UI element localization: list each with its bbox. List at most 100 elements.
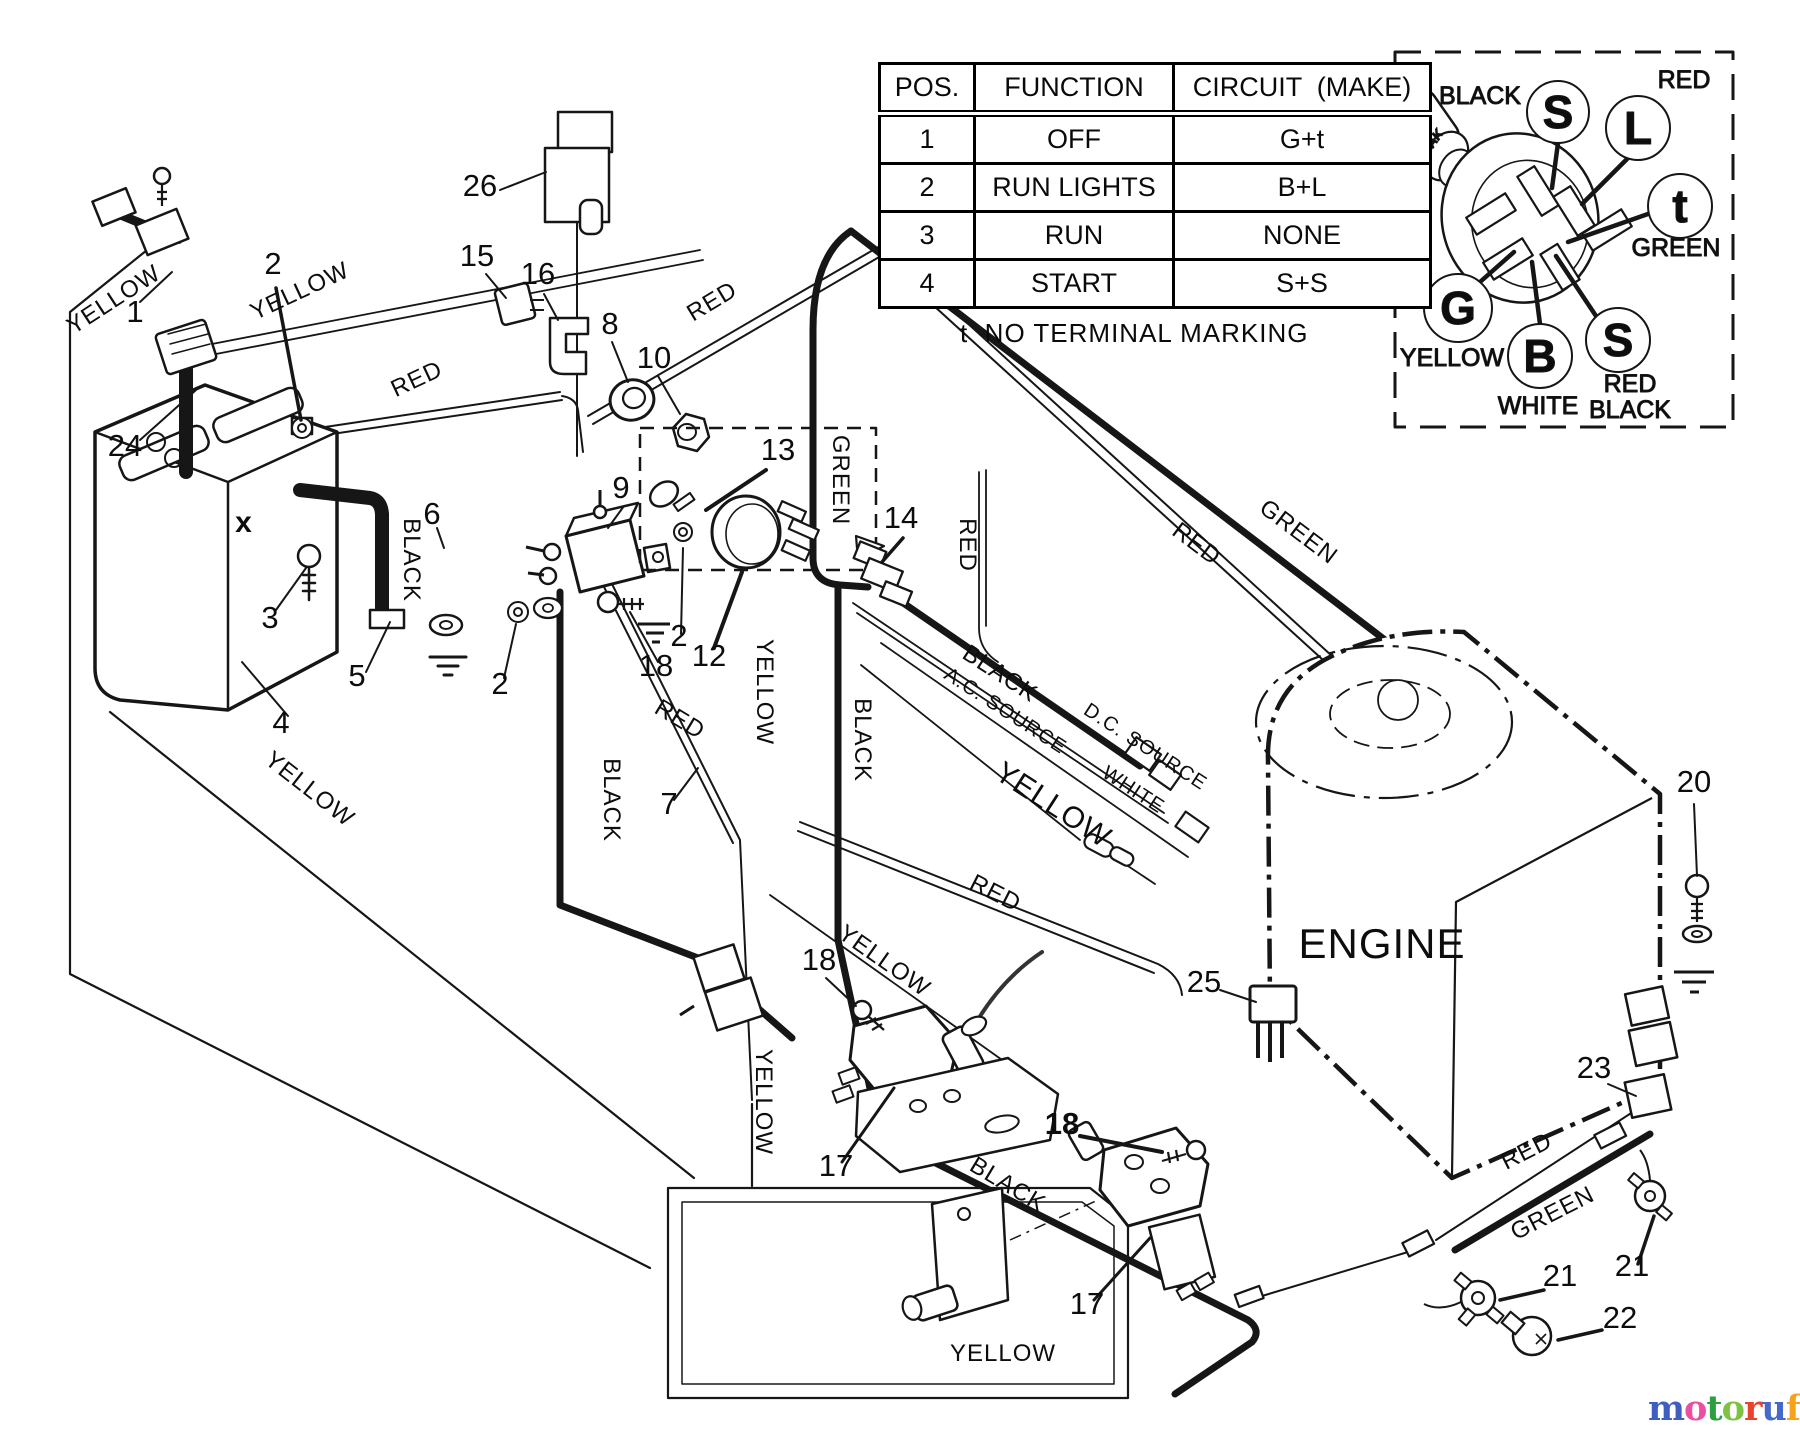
wire-color-label: YELLOW (62, 260, 166, 340)
table-header: CIRCUIT (MAKE) (1172, 62, 1432, 117)
wire-color-label: RED (682, 276, 742, 327)
leader-line (673, 767, 699, 801)
part-number-callout: 17 (819, 1148, 853, 1183)
terminal-leader (1565, 211, 1651, 245)
leader-line (704, 468, 768, 512)
part-number-callout: 23 (1577, 1050, 1611, 1085)
part-number-callout: 4 (272, 705, 289, 740)
part-number-callout: 16 (521, 256, 555, 291)
terminal-wire-color: GREEN (1632, 234, 1721, 262)
wire-color-label: ENGINE (1298, 920, 1465, 967)
part-number-callout: 14 (884, 500, 918, 535)
table-cell: 3 (878, 210, 976, 261)
part-number-callout: 21 (1543, 1258, 1577, 1293)
terminal-wire-color: BLACK (1439, 82, 1521, 110)
wire-color-label: BLACK (398, 518, 425, 602)
terminal-wire-color: RED (1658, 66, 1711, 94)
wire-color-label: GREEN (827, 435, 854, 525)
wire-color-label: YELLOW (950, 1340, 1056, 1367)
part-number-callout: 6 (423, 496, 440, 531)
interlock-switch-a (679, 943, 1060, 1174)
wire-color-label: YELLOW (260, 746, 360, 833)
part-number-callout: 25 (1187, 964, 1221, 999)
motoruf-logo: motoruf.de (1648, 1388, 1800, 1429)
leader-line (241, 661, 289, 717)
terminal-leader (1579, 155, 1631, 207)
part-number-callout: 1 (126, 294, 143, 329)
terminal-marking-note: t NO TERMINAL MARKING (960, 318, 1309, 348)
part-number-callout: 7 (660, 786, 677, 821)
leader-line (680, 547, 684, 635)
leader-line (436, 527, 445, 549)
wire-color-label: YELLOW (989, 756, 1117, 855)
table-cell: 4 (878, 258, 976, 309)
part-number-callout: 2 (264, 246, 281, 281)
leader-line (840, 1086, 896, 1164)
wire-color-label: RED (387, 356, 447, 403)
table-cell: RUN LIGHTS (973, 162, 1175, 213)
leader-line (611, 341, 629, 383)
part-number-callout: 22 (1603, 1300, 1637, 1335)
wire-color-label: YELLOW (750, 1049, 777, 1155)
table-cell: RUN (973, 210, 1175, 261)
leader-line (1092, 1236, 1152, 1302)
terminal-circle (1585, 307, 1651, 373)
part-number-callout: 10 (637, 340, 671, 375)
terminal-leader (1529, 259, 1543, 327)
callout-leader-lines (139, 171, 1698, 1342)
leader-line (543, 293, 559, 321)
table-header: FUNCTION (973, 62, 1175, 117)
part-number-callout: 18 (802, 942, 836, 977)
terminal-leader (1553, 253, 1599, 319)
fuse-relay-cluster (493, 110, 711, 453)
logo-letter: o (1721, 1388, 1745, 1429)
logo-letter: t (1706, 1388, 1722, 1429)
terminal-leader (1477, 249, 1517, 285)
part-number-callout: 12 (692, 638, 726, 673)
leader-line (607, 505, 625, 529)
table-cell: B+L (1172, 162, 1432, 213)
table-cell: 1 (878, 112, 976, 165)
wire-color-label: RED (954, 518, 981, 572)
terminal-letter: t (1672, 180, 1687, 232)
ignition-switch-group (638, 426, 886, 572)
leader-line (274, 286, 303, 422)
terminal-leader (1549, 140, 1561, 191)
part-number-callout: 9 (612, 470, 629, 505)
part-number-callout: 21 (1615, 1248, 1649, 1283)
logo-letter: m (1648, 1388, 1685, 1429)
leader-line (1498, 1288, 1546, 1302)
part-number-callout: 24 (108, 428, 142, 463)
connector-14 (852, 540, 914, 608)
part-number-callout: 20 (1677, 764, 1711, 799)
wire-color-label: BLACK (849, 698, 876, 782)
part-number-callout: 2 (670, 618, 687, 653)
leader-line (275, 567, 307, 611)
leader-line (1219, 989, 1257, 1003)
logo-letter: r (1743, 1388, 1762, 1429)
leader-line (499, 171, 547, 191)
table-cell: 2 (878, 162, 976, 213)
connector-1 (91, 166, 190, 257)
leader-line (139, 271, 173, 303)
terminal-letter: L (1624, 102, 1652, 154)
leader-line (1556, 1328, 1604, 1342)
terminal-circle (1647, 173, 1713, 239)
wire-color-label: BLACK (598, 758, 625, 842)
part-number-callout: 13 (761, 432, 795, 467)
terminal-circle (1507, 323, 1573, 389)
leader-line (365, 621, 391, 673)
leader-line (485, 273, 507, 299)
leader-line (139, 389, 197, 441)
wire-color-label: x (235, 506, 253, 539)
table-cell: G+t (1172, 112, 1432, 165)
interlock-switch-b (901, 1120, 1217, 1322)
key-switch-inset: SBLACKLREDtGREENGYELLOWBWHITESREDBLACKIN… (1386, 50, 1735, 429)
part-number-callout: 17 (1070, 1286, 1104, 1321)
